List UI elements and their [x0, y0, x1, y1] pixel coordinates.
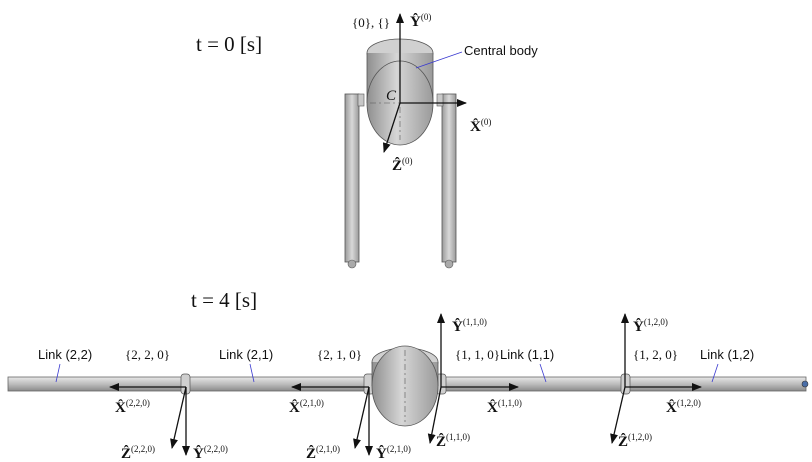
- y-2-1-0-label: Ŷ(2,1,0): [376, 444, 411, 462]
- title-t0: t = 0 [s]: [196, 32, 262, 56]
- x-2-2-0-label: X̂(2,2,0): [115, 398, 150, 416]
- z-1-1-0-arrow: [427, 386, 442, 444]
- y-axis-top-label: Ŷ(0): [410, 12, 431, 30]
- frame-set-2-1-0: {2, 1, 0}: [317, 347, 362, 362]
- links-assembly: [7, 345, 809, 427]
- x-1-2-0-label: X̂(1,2,0): [666, 398, 701, 416]
- z-1-1-0-label: Ẑ(1,1,0): [436, 432, 470, 450]
- y-1-1-0-label: Ŷ(1,1,0): [452, 317, 487, 335]
- x-axis-top-label: X̂(0): [470, 117, 491, 135]
- link-2-2-label: Link (2,2): [38, 347, 92, 362]
- link-2-1-label: Link (2,1): [219, 347, 273, 362]
- link-1-2-leader: [711, 363, 719, 383]
- link-1-2-label: Link (1,2): [700, 347, 754, 362]
- y-1-2-0-label: Ŷ(1,2,0): [633, 317, 668, 335]
- frame-set-1-2-0: {1, 2, 0}: [633, 347, 678, 362]
- z-2-2-0-label: Ẑ(2,2,0): [121, 444, 155, 462]
- z-2-2-0-arrow: [170, 386, 187, 449]
- y-2-2-0-label: Ŷ(2,2,0): [193, 444, 228, 462]
- z-axis-top-label: Ẑ(0): [392, 156, 413, 174]
- frame-set-1-1-0: {1, 1, 0}: [455, 347, 500, 362]
- link-2-1-leader: [249, 363, 255, 383]
- link-2-2-leader: [55, 363, 61, 383]
- frame-set-top: {0}, {}: [352, 15, 390, 30]
- z-2-1-0-arrow: [353, 386, 370, 449]
- z-axis-top-arrow: [382, 102, 401, 153]
- z-2-1-0-label: Ẑ(2,1,0): [306, 444, 340, 462]
- x-2-1-0-label: X̂(2,1,0): [289, 398, 324, 416]
- x-1-1-0-label: X̂(1,1,0): [487, 398, 522, 416]
- z-1-2-0-arrow: [610, 386, 626, 444]
- link-1-1-leader: [539, 363, 547, 383]
- origin-label: C: [386, 88, 397, 104]
- central-body-leader: [415, 51, 463, 69]
- link-1-1-label: Link (1,1): [500, 347, 554, 362]
- title-t4: t = 4 [s]: [191, 288, 257, 312]
- frame-set-2-2-0: {2, 2, 0}: [125, 347, 170, 362]
- central-body-label: Central body: [464, 43, 538, 58]
- z-1-2-0-label: Ẑ(1,2,0): [618, 432, 652, 450]
